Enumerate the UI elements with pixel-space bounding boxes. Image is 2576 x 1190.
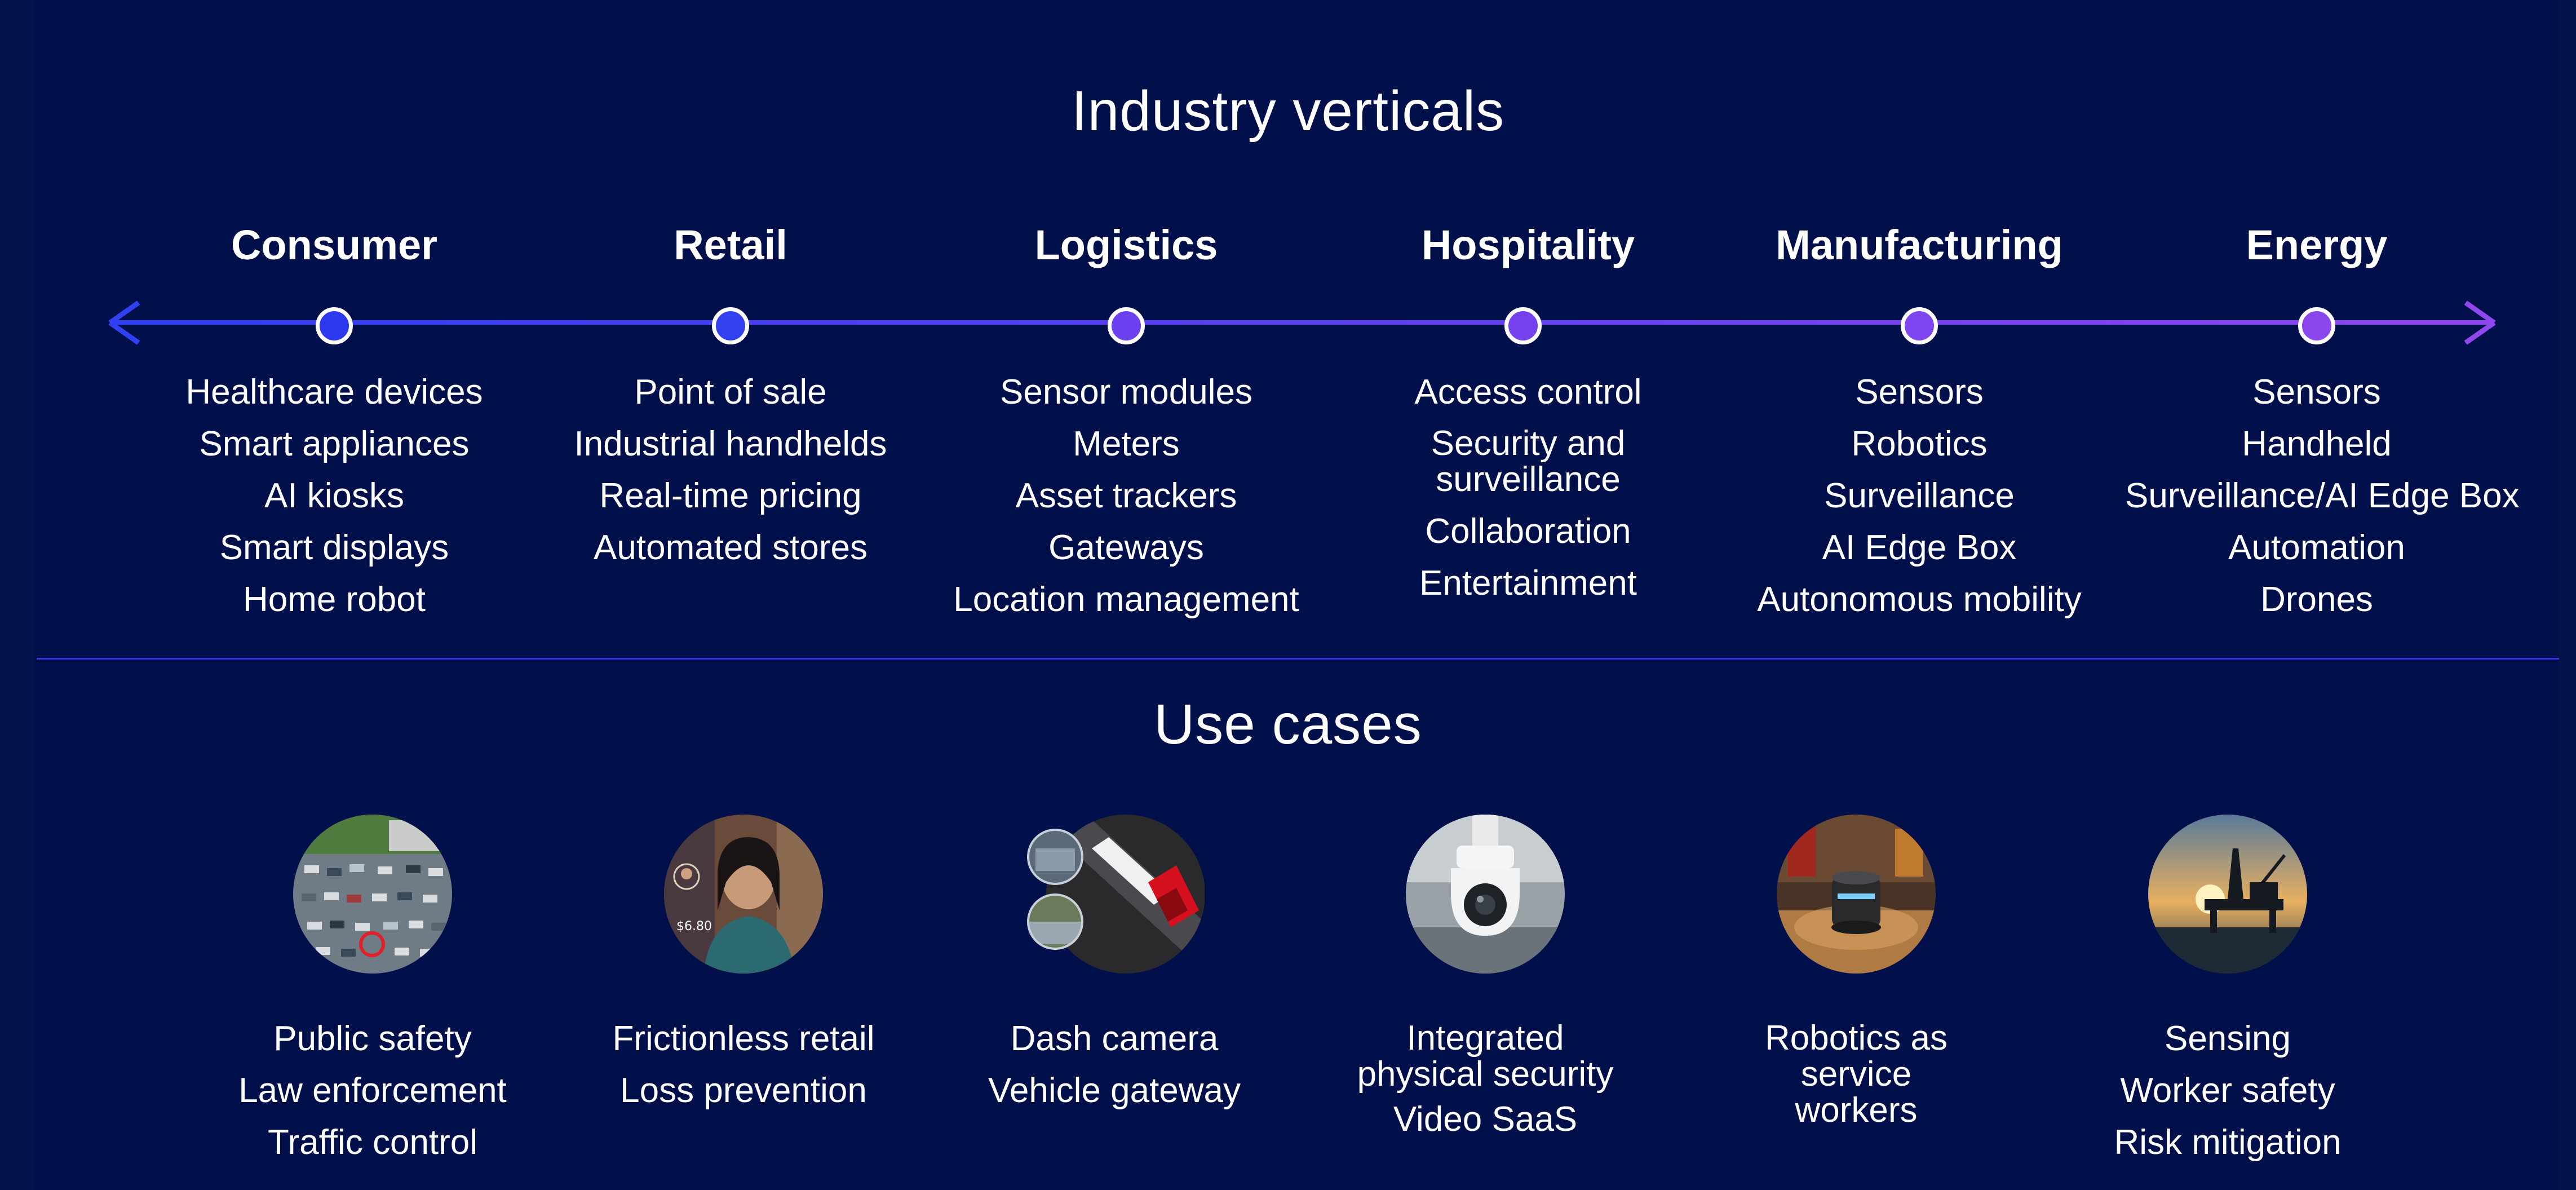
list-item: Smart appliances <box>199 424 470 463</box>
section-divider <box>37 658 2559 660</box>
list-item: Security and surveillance <box>1431 424 1626 499</box>
vertical-energy: Energy Sensors Handheld Surveillance/AI … <box>2125 217 2520 619</box>
list-item: Surveillance/AI Edge Box <box>2125 476 2520 515</box>
list-item: Meters <box>1073 424 1180 463</box>
parking-lot-aerial-photo <box>293 815 452 974</box>
shopper-woman-photo: $6.80 <box>664 815 823 974</box>
list-item: Home robot <box>243 580 426 619</box>
vertical-items: Sensor modules Meters Asset trackers Gat… <box>935 366 1318 626</box>
vertical-name: Consumer <box>231 222 437 268</box>
use-case-security: Integrated physical security Video SaaS <box>1299 815 1671 1145</box>
list-item: Autonomous mobility <box>1757 580 2082 619</box>
timeline-node <box>1901 307 1938 344</box>
use-case-robotics: Robotics as service workers <box>1670 815 2042 1130</box>
timeline-node <box>316 307 353 344</box>
use-case-items: Public safety Law enforcement Traffic co… <box>187 1013 559 1169</box>
list-item: Sensors <box>2252 373 2381 412</box>
list-item: Risk mitigation <box>2114 1123 2342 1162</box>
list-item: Worker safety <box>2120 1071 2335 1110</box>
list-item: Gateways <box>1048 528 1204 567</box>
use-cases-title: Use cases <box>1154 693 1422 756</box>
timeline-node <box>1108 307 1145 344</box>
list-item: Automation <box>2228 528 2405 567</box>
list-item: Public safety <box>273 1019 472 1058</box>
use-case-items: Dash camera Vehicle gateway <box>928 1013 1300 1117</box>
vertical-items: Sensors Robotics Surveillance AI Edge Bo… <box>1728 366 2111 626</box>
vertical-hospitality: Hospitality Access control Security and … <box>1336 217 1720 603</box>
timeline-line <box>110 320 2494 325</box>
list-item: Video SaaS <box>1393 1100 1578 1139</box>
list-item: Law enforcement <box>238 1071 507 1110</box>
list-item: Smart displays <box>219 528 449 567</box>
list-item: Healthcare devices <box>185 373 483 412</box>
list-item: Access control <box>1414 373 1642 412</box>
list-item: Location management <box>953 580 1299 619</box>
use-case-retail: $6.80 Frictionless retail Loss preventio… <box>557 815 930 1117</box>
vertical-logistics: Logistics Sensor modules Meters Asset tr… <box>935 217 1318 619</box>
timeline-node <box>2298 307 2335 344</box>
vertical-name: Retail <box>674 222 787 268</box>
list-item: Sensor modules <box>999 373 1253 412</box>
list-item: Frictionless retail <box>612 1019 875 1058</box>
vertical-name: Hospitality <box>1421 222 1635 268</box>
use-case-items: Integrated physical security Video SaaS <box>1299 1013 1671 1145</box>
vertical-name: Manufacturing <box>1776 222 2063 268</box>
truck-road-photo <box>1024 815 1205 978</box>
list-item: Sensors <box>1855 373 1984 412</box>
list-item: Asset trackers <box>1015 476 1237 515</box>
use-case-items: Frictionless retail Loss prevention <box>557 1013 930 1117</box>
list-item: Loss prevention <box>620 1071 867 1110</box>
vertical-consumer: Consumer Healthcare devices Smart applia… <box>143 217 526 619</box>
list-item: AI kiosks <box>264 476 405 515</box>
vertical-name: Logistics <box>1034 222 1218 268</box>
list-item: Surveillance <box>1824 476 2015 515</box>
list-item: Industrial handhelds <box>574 424 887 463</box>
list-item: Automated stores <box>594 528 867 567</box>
vertical-name: Energy <box>2246 222 2388 268</box>
list-item: AI Edge Box <box>1822 528 2017 567</box>
timeline-node <box>1504 307 1542 344</box>
list-item: Point of sale <box>634 373 827 412</box>
list-item: Robotics <box>1851 424 1988 463</box>
oil-rig-sunset-photo <box>2148 815 2307 974</box>
list-item: Dash camera <box>1010 1019 1219 1058</box>
list-item: Robotics as service workers <box>1765 1019 1948 1130</box>
list-item: Traffic control <box>267 1123 478 1162</box>
use-case-energy: Sensing Worker safety Risk mitigation <box>2042 815 2414 1169</box>
vertical-manufacturing: Manufacturing Sensors Robotics Surveilla… <box>1728 217 2111 619</box>
list-item: Integrated physical security <box>1357 1019 1614 1094</box>
price-tag-label: $6.80 <box>676 919 712 934</box>
vertical-items: Sensors Handheld Surveillance/AI Edge Bo… <box>2125 366 2520 626</box>
timeline-node <box>712 307 749 344</box>
vertical-retail: Retail Point of sale Industrial handheld… <box>539 217 922 567</box>
list-item: Sensing <box>2164 1019 2291 1058</box>
vertical-items: Point of sale Industrial handhelds Real-… <box>539 366 922 574</box>
service-robot-photo <box>1777 815 1936 974</box>
list-item: Vehicle gateway <box>988 1071 1241 1110</box>
use-case-items: Robotics as service workers <box>1670 1013 2042 1130</box>
vertical-items: Access control Security and surveillance… <box>1336 366 1720 609</box>
use-case-vehicle: Dash camera Vehicle gateway <box>928 815 1300 1117</box>
use-case-items: Sensing Worker safety Risk mitigation <box>2042 1013 2414 1169</box>
vertical-items: Healthcare devices Smart appliances AI k… <box>143 366 526 626</box>
list-item: Entertainment <box>1419 564 1637 603</box>
list-item: Real-time pricing <box>599 476 862 515</box>
industry-verticals-title: Industry verticals <box>1071 79 1505 143</box>
list-item: Handheld <box>2242 424 2392 463</box>
security-camera-photo <box>1406 815 1565 974</box>
list-item: Drones <box>2260 580 2373 619</box>
use-case-public-safety: Public safety Law enforcement Traffic co… <box>187 815 559 1169</box>
list-item: Collaboration <box>1425 512 1631 551</box>
